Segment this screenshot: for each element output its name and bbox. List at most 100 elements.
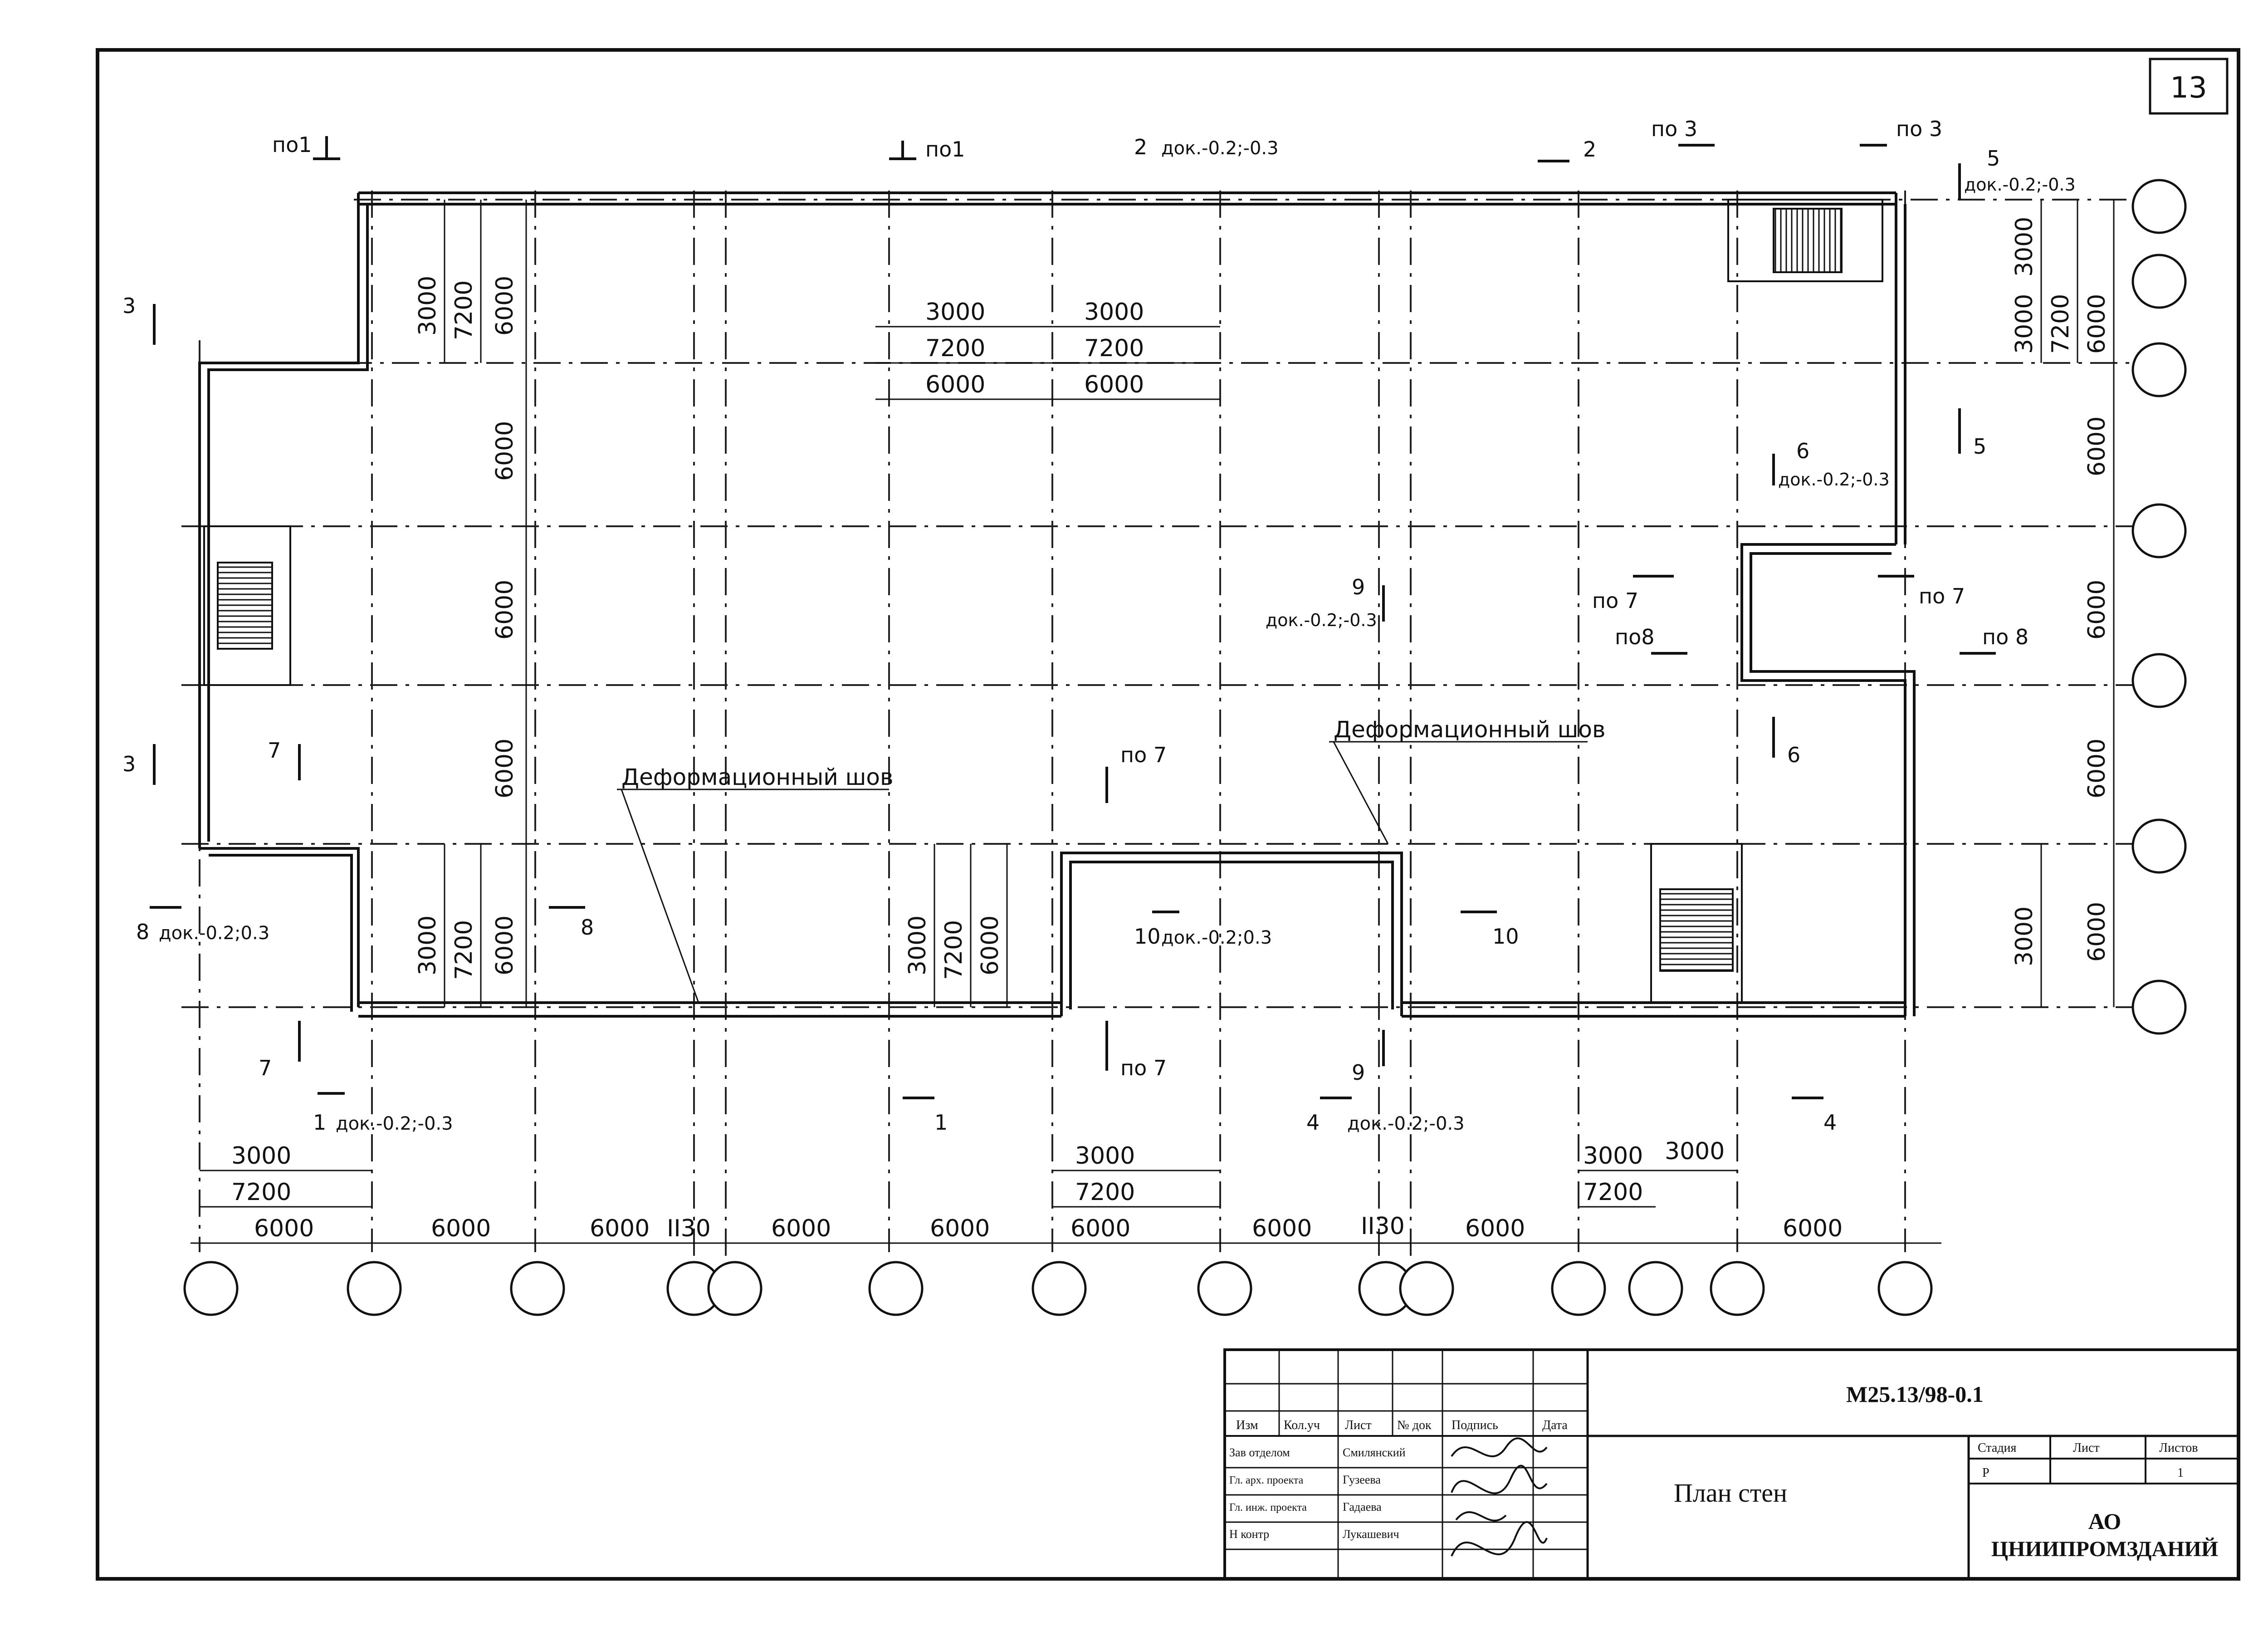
- dim-label: 6000: [977, 916, 1004, 975]
- dim-label: 3000: [1075, 1142, 1135, 1170]
- dim-label: 6000: [2083, 580, 2111, 640]
- section-mark: 10: [1134, 924, 1161, 949]
- dim-label: 6000: [491, 739, 518, 798]
- section-mark: 9: [1352, 575, 1365, 599]
- signature-mark: [1451, 1521, 1548, 1557]
- axis-lines: [181, 191, 2159, 1261]
- section-mark: 1: [313, 1110, 326, 1135]
- dim-label: 6000: [491, 421, 518, 481]
- staircases: [203, 199, 1883, 1004]
- dim-label: 3000: [2011, 906, 2038, 966]
- section-mark: по8: [1615, 625, 1655, 649]
- signature-mark: [1451, 1437, 1548, 1457]
- section-mark: по 3: [1896, 117, 1942, 141]
- sheet-title: План стен: [1674, 1478, 1787, 1508]
- dim-label: 7200: [2047, 294, 2074, 354]
- tb-role: Гл. арх. проекта: [1229, 1474, 1304, 1486]
- dim-label: 6000: [491, 580, 518, 640]
- axis-marker: [2131, 818, 2187, 874]
- dim-label: 6000: [930, 1215, 990, 1242]
- dim-label: 6000: [431, 1215, 491, 1242]
- section-mark-note: док.-0.2;-0.3: [1347, 1113, 1465, 1134]
- tb-role: Н контр: [1229, 1528, 1269, 1541]
- section-mark: по1: [272, 132, 312, 157]
- section-mark: 5: [1987, 146, 2000, 171]
- dim-label: 6000: [2083, 416, 2111, 476]
- axis-marker: [707, 1261, 763, 1316]
- dim-label: 6000: [771, 1215, 831, 1242]
- title-block: Изм Кол.уч Лист № док Подпись Дата Зав о…: [1223, 1348, 2240, 1580]
- page-number: 13: [2170, 71, 2207, 105]
- dim-label: 7200: [1084, 335, 1144, 362]
- dim-label: 6000: [491, 276, 518, 336]
- section-mark: 3: [122, 752, 136, 776]
- section-mark: по 7: [1120, 743, 1167, 767]
- section-mark: 6: [1796, 439, 1809, 463]
- wall-top: [358, 191, 1896, 206]
- dim-label: 7200: [450, 920, 478, 980]
- wall-right-notch: [1740, 543, 1916, 1016]
- section-mark: по 3: [1651, 117, 1697, 141]
- section-mark: по 8: [1982, 625, 2028, 649]
- wall-left-lower: [200, 847, 360, 1012]
- joint-label: Деформационный шов: [1334, 716, 1605, 743]
- section-mark: 9: [1352, 1060, 1365, 1085]
- dim-label: 6000: [590, 1215, 650, 1242]
- dimension-lines: [191, 200, 2115, 1244]
- signature-mark: [1455, 1511, 1507, 1522]
- axis-marker: [2131, 342, 2187, 397]
- axis-marker: [2131, 179, 2187, 234]
- dim-label: 6000: [491, 916, 518, 975]
- tb-header: Подпись: [1452, 1418, 1498, 1432]
- section-mark: 2: [1134, 135, 1147, 159]
- dim-label: 6000: [2083, 294, 2111, 354]
- stage-header: Стадия: [1978, 1441, 2017, 1455]
- dim-label: 7200: [925, 335, 985, 362]
- tb-header: Лист: [1345, 1418, 1372, 1432]
- axis-marker: [183, 1261, 239, 1316]
- axis-marker: [2131, 503, 2187, 558]
- dim-label: 6000: [1465, 1215, 1525, 1242]
- org-line1: АО: [2088, 1509, 2121, 1534]
- dim-label: 7200: [450, 280, 478, 340]
- axis-marker: [2131, 653, 2187, 708]
- section-mark: 2: [1583, 137, 1596, 162]
- dim-label: II30: [1361, 1213, 1405, 1240]
- dim-label: 3000: [414, 276, 441, 336]
- section-mark-note: док.-0.2;-0.3: [1161, 138, 1279, 159]
- dim-label: 6000: [254, 1215, 314, 1242]
- stage-header: Лист: [2073, 1441, 2100, 1455]
- dim-label: 3000: [925, 299, 985, 326]
- section-mark-note: док.-0.2;-0.3: [1778, 470, 1890, 490]
- dim-label: 3000: [1665, 1138, 1725, 1165]
- sheet-frame: [96, 48, 2240, 1581]
- dim-label: 7200: [1075, 1179, 1135, 1206]
- dim-label: 7200: [940, 920, 968, 980]
- section-mark-note: док.-0.2;-0.3: [1964, 175, 2076, 195]
- dim-label: 6000: [1783, 1215, 1843, 1242]
- dim-label: 3000: [414, 916, 441, 975]
- stair-flight: [1773, 208, 1843, 273]
- dim-label: 6000: [2083, 902, 2111, 962]
- dim-label: 3000: [2011, 294, 2038, 354]
- section-mark: 4: [1823, 1110, 1837, 1135]
- section-mark: 7: [268, 738, 281, 763]
- sheet-code: М25.13/98-0.1: [1846, 1381, 1984, 1407]
- section-mark: по 7: [1919, 584, 1965, 608]
- wall-bottom-right: [1402, 1001, 1905, 1018]
- dim-label: 6000: [925, 371, 985, 398]
- dimension-texts: 6000 6000 6000 II30 6000 6000 6000 6000 …: [231, 217, 2111, 1242]
- section-mark: 7: [259, 1056, 272, 1080]
- stair-left: [203, 525, 291, 686]
- wall-bottom-left: [358, 1001, 1061, 1018]
- tb-name: Лукашевич: [1343, 1528, 1399, 1541]
- section-mark-note: док.-0.2;-0.3: [336, 1113, 453, 1134]
- axis-marker: [868, 1261, 924, 1316]
- deformation-joint-notes: Деформационный шов Деформационный шов: [617, 716, 1605, 1003]
- section-mark: по 7: [1120, 1056, 1167, 1080]
- dim-label: 6000: [1070, 1215, 1130, 1242]
- joint-label: Деформационный шов: [621, 764, 893, 790]
- wall-bottom-notch: [1060, 852, 1403, 1016]
- axis-marker: [1399, 1261, 1454, 1316]
